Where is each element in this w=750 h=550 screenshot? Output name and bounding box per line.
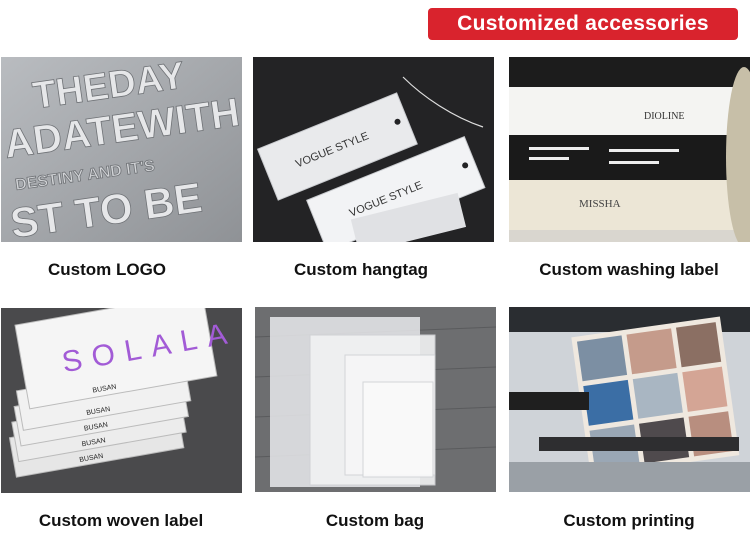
caption-custom-logo: Custom LOGO: [47, 260, 167, 279]
woven-label-small-1: BUSAN: [92, 384, 117, 395]
caption-custom-washing-label: Custom washing label: [539, 260, 719, 279]
woven-label-small-2: BUSAN: [86, 406, 111, 417]
header-title: Customized accessories: [457, 12, 709, 35]
washing-label-text-1: DIOLINE: [644, 111, 685, 122]
caption-custom-hangtag: Custom hangtag: [293, 260, 429, 279]
frosted-bag-photo: [255, 307, 496, 492]
woven-label-small-3: BUSAN: [84, 422, 109, 433]
caption-custom-woven-label: Custom woven label: [38, 511, 204, 530]
woven-label-small-4: BUSAN: [81, 437, 106, 448]
woven-label-small-5: BUSAN: [79, 453, 104, 464]
hangtag-photo: VOGUE STYLE VOGUE STYLE: [253, 57, 494, 242]
logo-emboss-photo: THEDAY ADATEWITH DESTINY AND IT'S ST TO …: [1, 57, 242, 242]
caption-custom-printing: Custom printing: [563, 511, 695, 530]
header-banner: Customized accessories: [428, 8, 738, 40]
washing-label-text-2: MISSHA: [579, 198, 621, 210]
caption-custom-bag: Custom bag: [325, 511, 425, 530]
washing-label-photo: DIOLINE MISSHA: [509, 57, 750, 242]
woven-label-photo: SOLALA BUSAN BUSAN BUSAN BUSAN BUSAN: [1, 308, 242, 493]
fabric-printer-photo: [509, 307, 750, 492]
